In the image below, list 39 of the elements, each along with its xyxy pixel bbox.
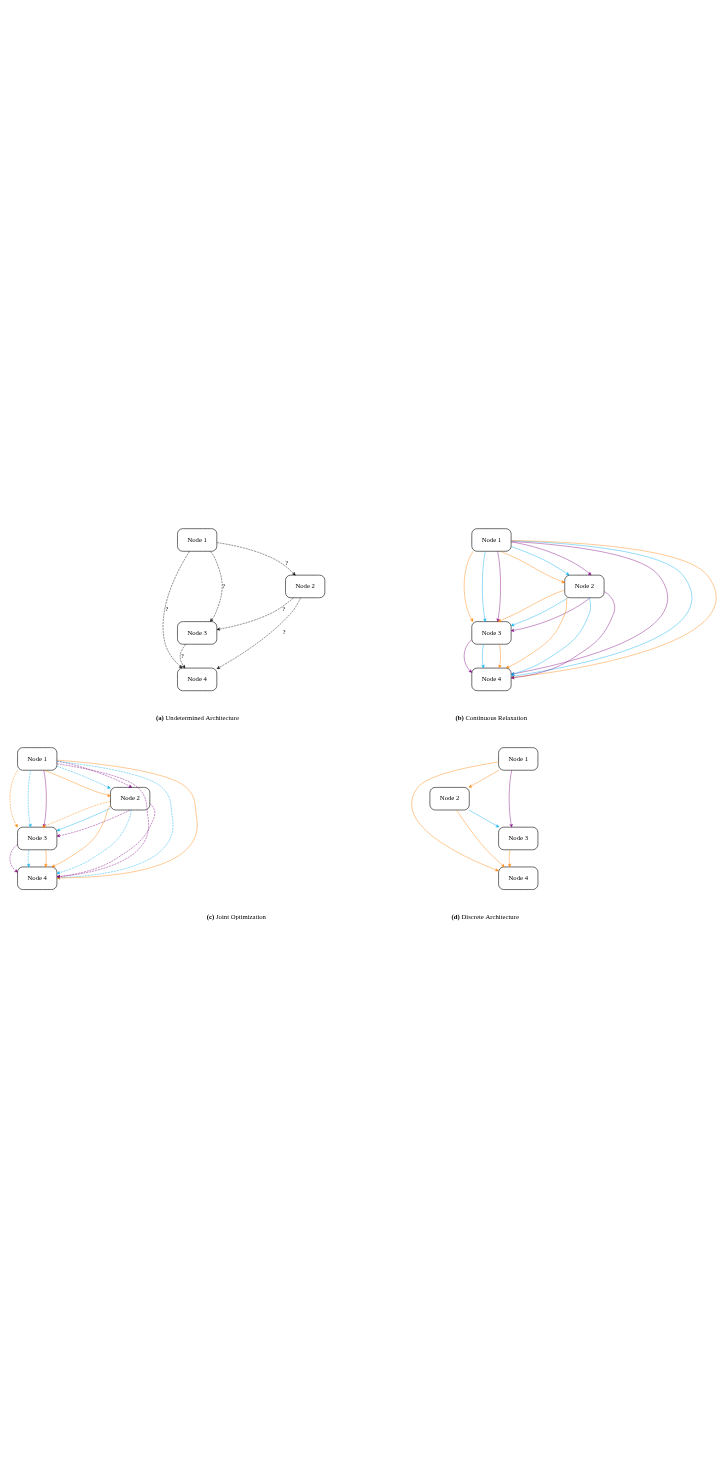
arrow [9, 770, 18, 828]
arrow [506, 597, 568, 669]
arrow [162, 551, 190, 669]
arrow [468, 809, 500, 828]
arrow [179, 644, 186, 669]
arrow [510, 597, 591, 632]
arrow [500, 551, 565, 584]
arrow [56, 808, 111, 832]
arrow [511, 546, 570, 576]
arrow [482, 551, 487, 622]
arrow [510, 597, 569, 627]
arrow [496, 551, 501, 622]
arrow [464, 639, 472, 673]
arrow [42, 770, 47, 828]
arrow [468, 770, 500, 788]
arrow [463, 551, 474, 622]
arrow [9, 844, 18, 873]
arrow [511, 541, 592, 576]
arrow [456, 809, 505, 868]
arrow [44, 770, 111, 797]
arrow [26, 849, 30, 868]
arrow [216, 597, 301, 669]
arrow [210, 551, 223, 622]
arrow [216, 597, 294, 631]
arrow [411, 761, 499, 872]
arrow [56, 766, 111, 789]
arrow [508, 770, 513, 828]
arrow [508, 849, 511, 868]
arrow [497, 589, 565, 622]
arrow [56, 809, 132, 875]
arrow [481, 644, 485, 669]
arrow [51, 804, 111, 868]
arrow [44, 849, 48, 868]
arrow [56, 809, 131, 838]
arrow [56, 760, 132, 788]
arrow [42, 801, 111, 828]
arrow [216, 542, 296, 576]
arrow [27, 770, 32, 828]
arrow [498, 644, 502, 669]
